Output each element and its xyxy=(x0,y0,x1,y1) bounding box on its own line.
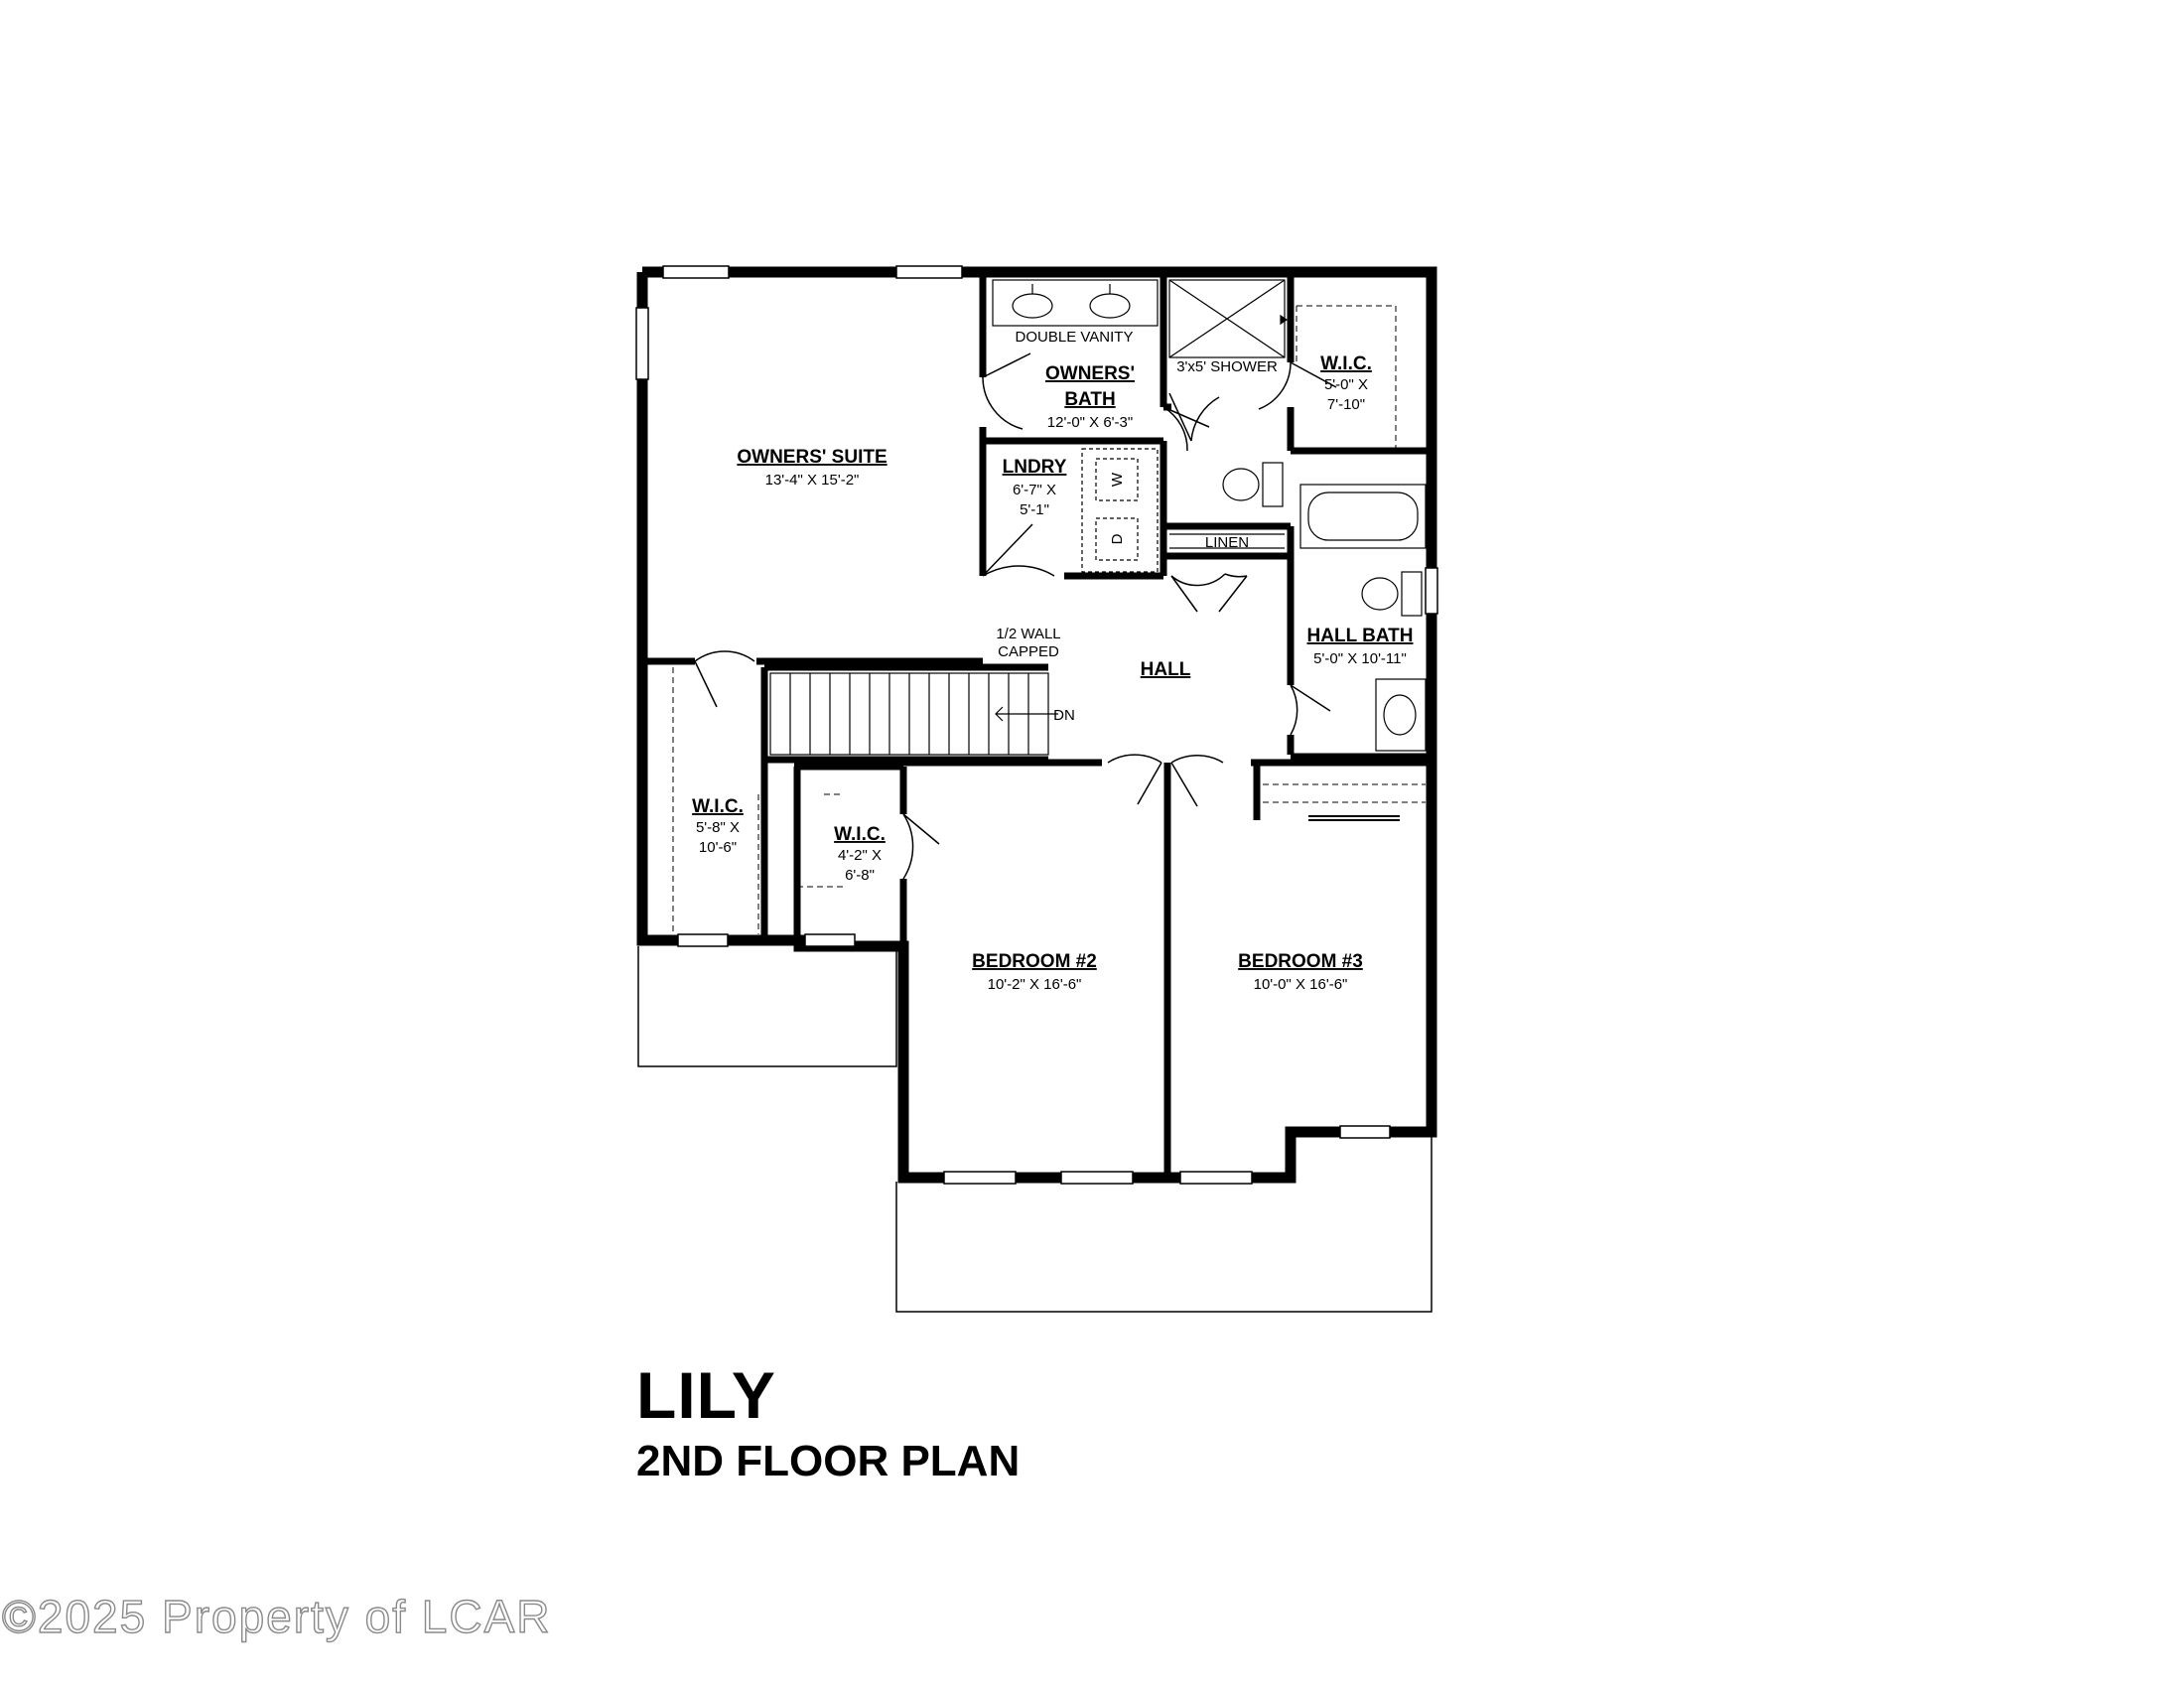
wic-top-size: 5'-0" X xyxy=(1324,376,1368,393)
bathtub-icon xyxy=(1299,484,1427,549)
hall-label: HALL xyxy=(1141,659,1191,680)
window xyxy=(1060,1171,1134,1185)
watermark: ©2025 Property of LCAR xyxy=(1,1591,552,1642)
window xyxy=(1425,567,1438,615)
window xyxy=(1179,1171,1253,1185)
wic-mid-size: 4'-2" X xyxy=(838,847,882,864)
exterior-walls xyxy=(636,266,1437,1184)
laundry-label: LNDRY xyxy=(1003,457,1067,478)
windows xyxy=(635,265,1438,1185)
wic-mid-size: 6'-8" xyxy=(845,867,875,884)
stairs xyxy=(769,672,1058,756)
sink-icon xyxy=(992,279,1159,327)
window xyxy=(662,265,730,279)
toilet-icon xyxy=(1222,462,1284,507)
double-vanity-label: DOUBLE VANITY xyxy=(1016,329,1134,346)
bedroom3-label: BEDROOM #3 xyxy=(1238,951,1363,972)
washer-dryer-icon xyxy=(1081,448,1159,573)
interior-walls xyxy=(642,272,1432,1178)
linen-shelves xyxy=(1169,533,1285,549)
washer-label: W xyxy=(1109,472,1126,487)
window xyxy=(804,933,856,947)
sink-icon xyxy=(1375,678,1427,752)
roof-outlines xyxy=(637,946,1433,1313)
hall-bath-size: 5'-0" X 10'-11" xyxy=(1313,650,1407,667)
plan-subtitle: 2ND FLOOR PLAN xyxy=(636,1437,1021,1485)
owners-bath-size: 12'-0" X 6'-3" xyxy=(1047,414,1133,431)
laundry-size: 6'-7" X xyxy=(1013,482,1056,498)
bedroom2-size: 10'-2" X 16'-6" xyxy=(988,976,1082,993)
sliding-door xyxy=(1308,815,1400,821)
owners-suite-label: OWNERS' SUITE xyxy=(737,447,887,468)
laundry-size: 5'-1" xyxy=(1020,501,1049,518)
room-labels: OWNERS' SUITE 13'-4" X 15'-2" DOUBLE VAN… xyxy=(692,329,1413,993)
plan-title: LILY xyxy=(636,1358,776,1432)
half-wall-label: 1/2 WALL xyxy=(996,626,1060,642)
window xyxy=(895,265,963,279)
wic-top-size: 7'-10" xyxy=(1327,396,1365,413)
bedroom2-label: BEDROOM #2 xyxy=(972,951,1097,972)
window xyxy=(943,1171,1017,1185)
shower-label: 3'x5' SHOWER xyxy=(1176,358,1278,375)
bedroom3-size: 10'-0" X 16'-6" xyxy=(1254,976,1348,993)
dryer-label: D xyxy=(1109,533,1126,544)
owners-bath-label: OWNERS' xyxy=(1045,363,1135,384)
wic-mid-label: W.I.C. xyxy=(834,824,886,845)
owners-bath-label: BATH xyxy=(1064,389,1115,410)
hall-bath-label: HALL BATH xyxy=(1307,626,1414,646)
linen-label: LINEN xyxy=(1205,534,1249,551)
shower-icon xyxy=(1168,279,1289,358)
closet-shelves xyxy=(672,305,1426,934)
door-swings xyxy=(694,352,1337,880)
wic-top-label: W.I.C. xyxy=(1320,353,1372,374)
window xyxy=(635,307,649,380)
stair-down-label: DN xyxy=(1053,707,1075,724)
wic-left-label: W.I.C. xyxy=(692,796,744,817)
toilet-icon xyxy=(1361,571,1423,617)
window xyxy=(1339,1125,1391,1139)
wic-left-size: 5'-8" X xyxy=(696,819,740,836)
wic-left-size: 10'-6" xyxy=(699,839,737,856)
window xyxy=(677,933,729,947)
half-wall-label: CAPPED xyxy=(998,643,1059,660)
owners-suite-size: 13'-4" X 15'-2" xyxy=(765,472,860,489)
